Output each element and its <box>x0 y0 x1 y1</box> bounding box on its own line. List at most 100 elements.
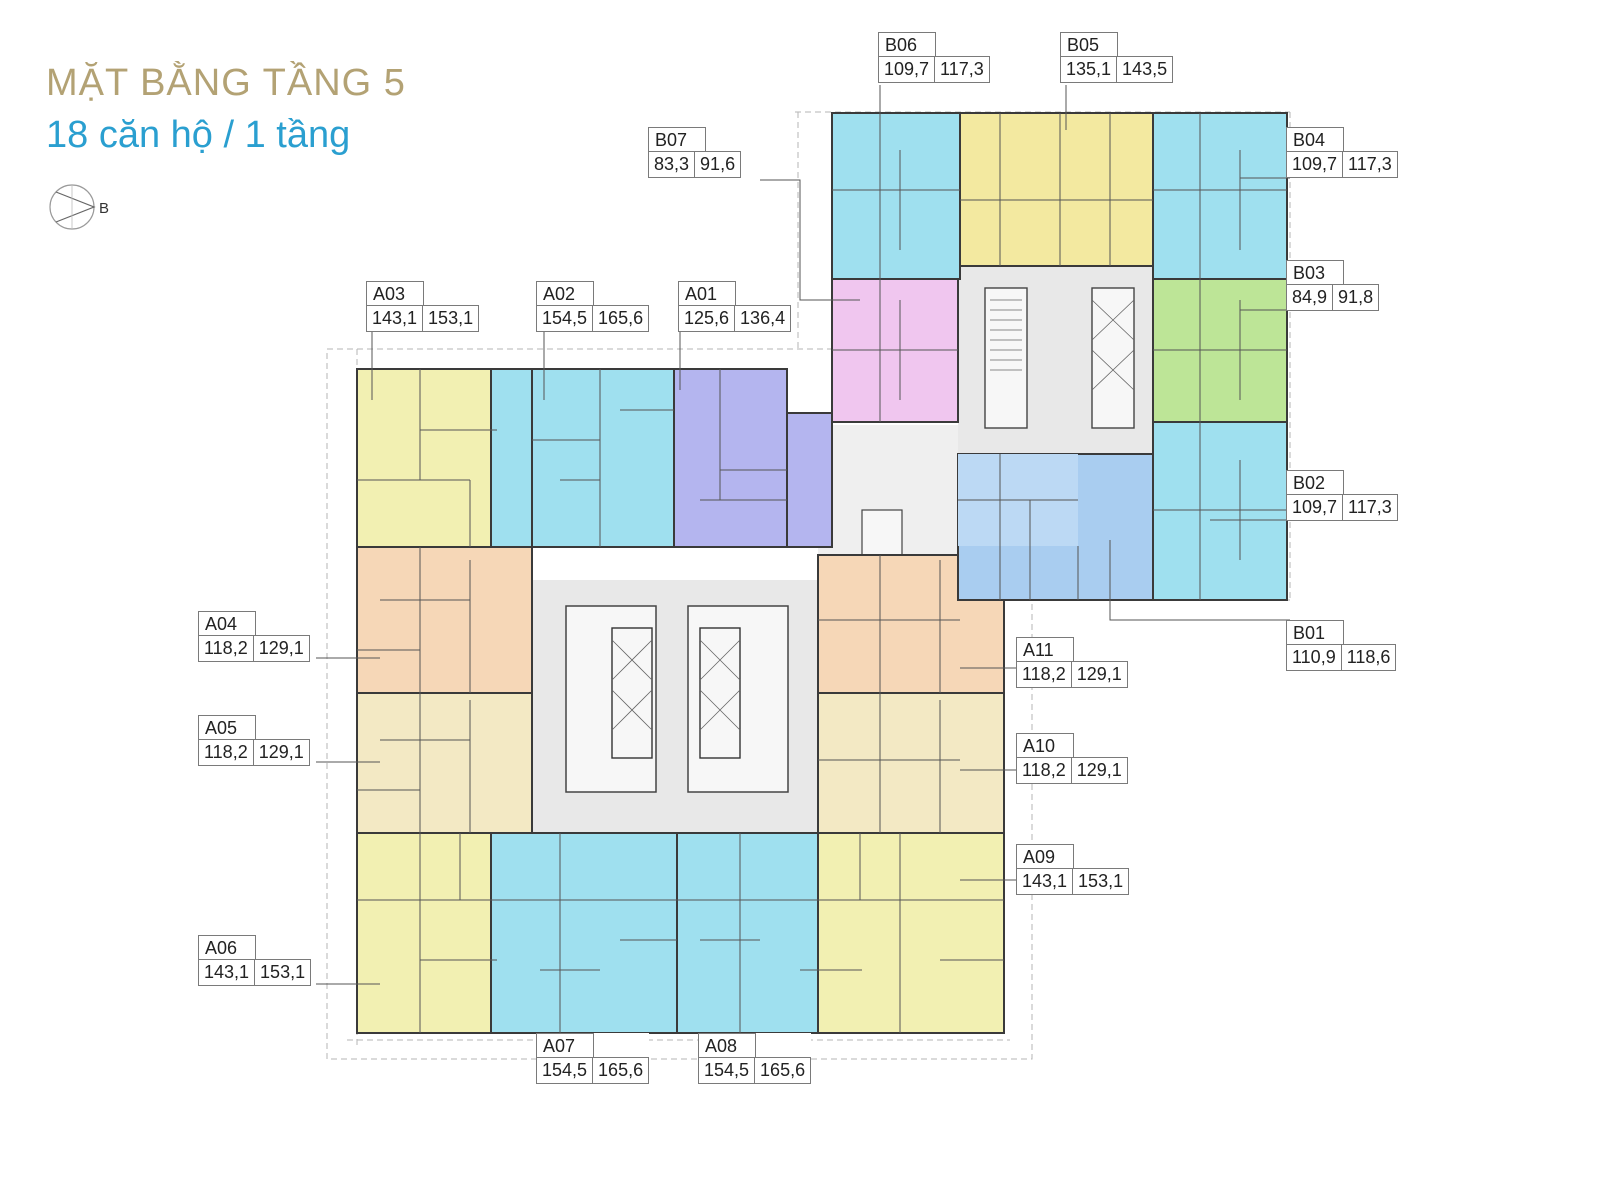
unit-area-gross: 165,6 <box>592 1058 648 1083</box>
unit-code: A08 <box>698 1033 756 1057</box>
page-title: MẶT BẰNG TẦNG 5 <box>46 62 406 104</box>
unit-area-gross: 117,3 <box>1342 152 1397 177</box>
unit-A03 <box>356 368 498 548</box>
unit-code: B07 <box>648 127 706 151</box>
unit-code: A04 <box>198 611 256 635</box>
unit-area-gross: 153,1 <box>254 960 310 985</box>
unit-code: A02 <box>536 281 594 305</box>
unit-A05 <box>356 692 533 834</box>
unit-code: A03 <box>366 281 424 305</box>
unit-area-net: 143,1 <box>1022 871 1068 891</box>
unit-B06 <box>831 112 961 280</box>
unit-B04 <box>1152 112 1288 280</box>
unit-area-net: 154,5 <box>542 1060 588 1080</box>
interior-walls <box>357 113 1287 1033</box>
unit-area-net: 110,9 <box>1292 647 1336 667</box>
unit-area-gross: 117,3 <box>934 57 989 82</box>
unit-area-gross: 91,8 <box>1332 285 1378 310</box>
unit-area-net: 143,1 <box>204 962 250 982</box>
unit-area-net: 118,2 <box>204 742 248 762</box>
unit-A10 <box>817 692 1005 834</box>
unit-code: A05 <box>198 715 256 739</box>
unit-area-gross: 165,6 <box>592 306 648 331</box>
unit-A01 <box>673 368 788 548</box>
unit-code: B01 <box>1286 620 1344 644</box>
unit-area-gross: 129,1 <box>1070 758 1127 783</box>
unit-area-net: 84,9 <box>1292 287 1328 307</box>
unit-area-net: 109,7 <box>1292 154 1338 174</box>
unit-area-net: 118,2 <box>1022 664 1066 684</box>
unit-area-gross: 129,1 <box>1070 662 1127 687</box>
unit-A09 <box>817 832 1005 1034</box>
unit-area-gross: 129,1 <box>252 740 309 765</box>
unit-code: A09 <box>1016 844 1074 868</box>
unit-area-net: 83,3 <box>654 154 690 174</box>
unit-code: A01 <box>678 281 736 305</box>
unit-A01-ext <box>786 412 833 548</box>
unit-A07 <box>490 832 678 1034</box>
unit-area-gross: 117,3 <box>1342 495 1397 520</box>
unit-area-gross: 136,4 <box>734 306 790 331</box>
apartment-blocks <box>356 112 1288 1034</box>
unit-code: B02 <box>1286 470 1344 494</box>
unit-code: A10 <box>1016 733 1074 757</box>
unit-area-net: 135,1 <box>1066 59 1112 79</box>
unit-area-net: 118,2 <box>1022 760 1066 780</box>
unit-A04 <box>356 546 533 694</box>
unit-area-net: 154,5 <box>704 1060 750 1080</box>
unit-code: A07 <box>536 1033 594 1057</box>
unit-area-net: 109,7 <box>884 59 930 79</box>
unit-A06 <box>356 832 498 1034</box>
unit-code: B04 <box>1286 127 1344 151</box>
unit-area-net: 118,2 <box>204 638 248 658</box>
unit-area-gross: 153,1 <box>1072 869 1128 894</box>
leader-lines <box>316 85 1290 1052</box>
unit-area-net: 125,6 <box>684 308 730 328</box>
unit-area-gross: 143,5 <box>1116 57 1172 82</box>
compass-icon: B <box>49 184 109 230</box>
unit-area-net: 109,7 <box>1292 497 1338 517</box>
unit-code: A06 <box>198 935 256 959</box>
unit-code: B05 <box>1060 32 1118 56</box>
unit-code: B03 <box>1286 260 1344 284</box>
unit-area-gross: 129,1 <box>252 636 309 661</box>
unit-code: A11 <box>1016 637 1074 661</box>
unit-area-gross: 165,6 <box>754 1058 810 1083</box>
compass-north-label: B <box>99 200 109 217</box>
unit-area-gross: 118,6 <box>1340 645 1396 670</box>
unit-area-gross: 153,1 <box>422 306 478 331</box>
unit-area-net: 154,5 <box>542 308 588 328</box>
page-subtitle: 18 căn hộ / 1 tầng <box>46 114 351 156</box>
unit-area-net: 143,1 <box>372 308 418 328</box>
